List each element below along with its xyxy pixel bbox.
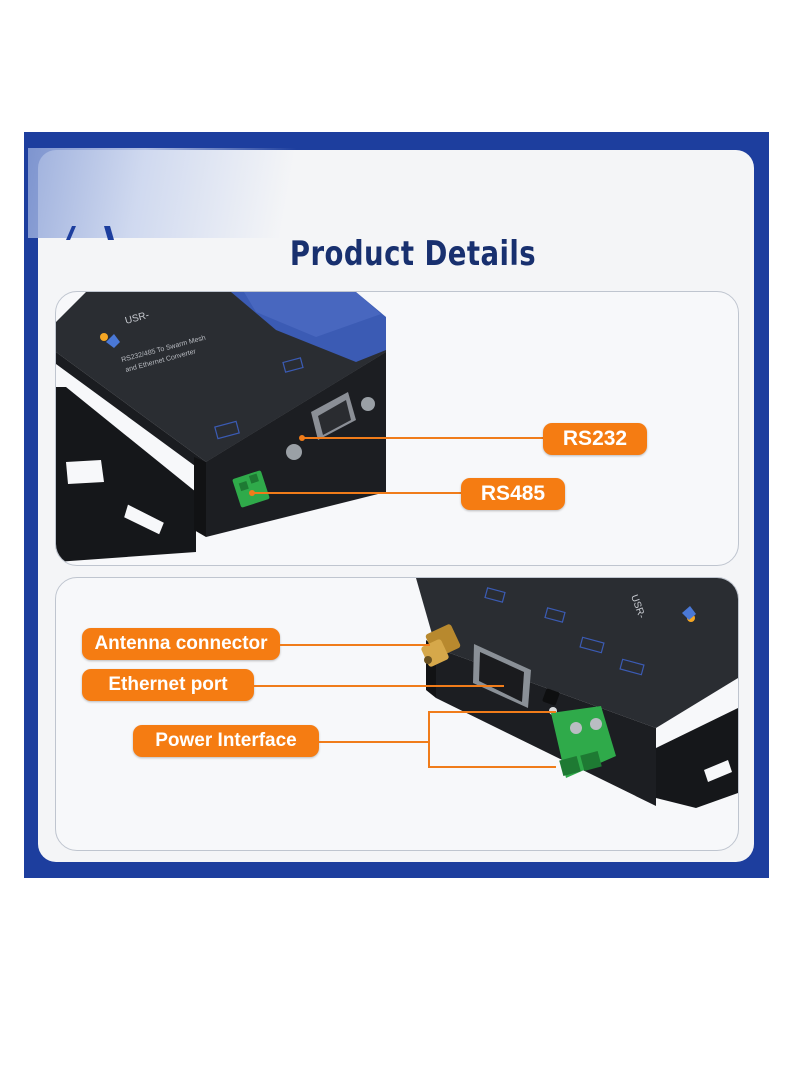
rs232-leader-dot [299, 435, 305, 441]
power-leader-line-h [319, 741, 429, 743]
antenna-connector-callout: Antenna connector [82, 628, 280, 660]
decorative-swoosh [28, 148, 348, 238]
ethernet-port-callout: Ethernet port [82, 669, 254, 701]
power-leader-line-bottom [428, 766, 556, 768]
rs232-leader-line [301, 437, 544, 439]
rs232-callout: RS232 [543, 423, 647, 455]
rs485-callout: RS485 [461, 478, 565, 510]
antenna-leader-line [280, 644, 430, 646]
detail-card-bottom: USR- Antenna connector Ethernet port Pow… [55, 577, 739, 851]
power-leader-line-top [428, 711, 556, 713]
page-title: Product Details [289, 234, 537, 274]
ethernet-leader-line [254, 685, 504, 687]
power-leader-line-v [428, 711, 430, 767]
device-photo-power-ethernet: USR- [416, 578, 738, 808]
rs485-leader-dot [249, 490, 255, 496]
rs485-leader-line [251, 492, 461, 494]
corner-mark-icon [66, 226, 114, 240]
power-interface-callout: Power Interface [133, 725, 319, 757]
detail-card-top: USR- RS232/485 To Swarm Mesh and Etherne… [55, 291, 739, 566]
